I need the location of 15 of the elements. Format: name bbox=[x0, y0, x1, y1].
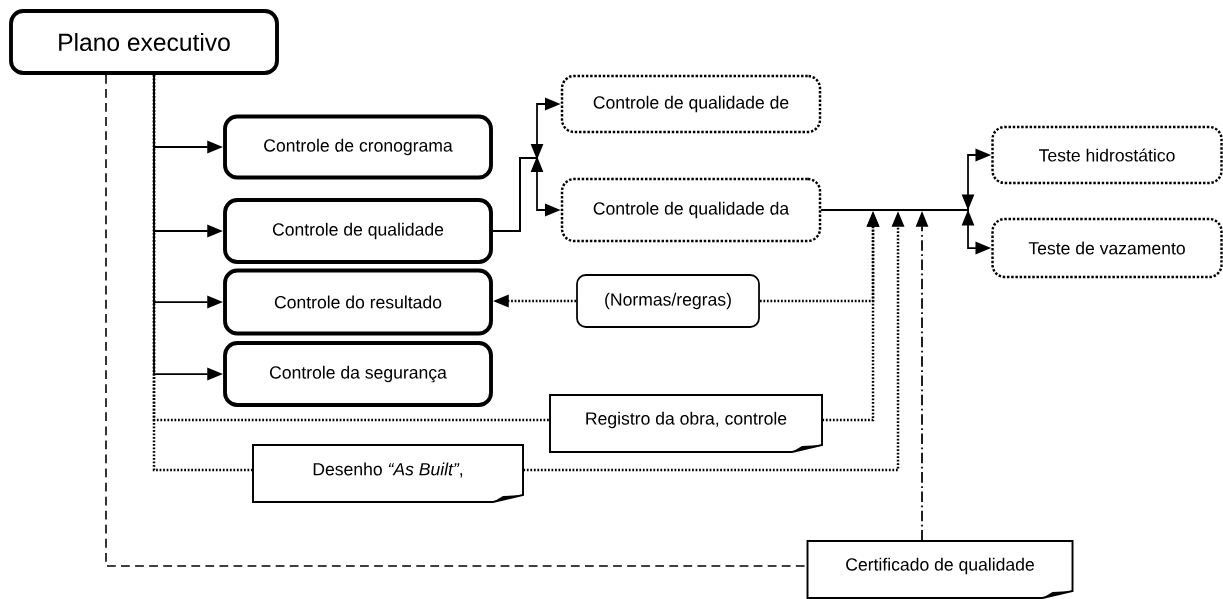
document-box: Certificado de qualidade bbox=[806, 540, 1074, 599]
process-box: Plano executivo bbox=[9, 9, 279, 75]
document-box: Desenho “As Built”, bbox=[252, 444, 524, 503]
process-box: Controle do resultado bbox=[223, 268, 493, 336]
process-box: Controle de qualidade da bbox=[560, 177, 822, 243]
connector-line bbox=[152, 74, 253, 472]
process-box: Controle de qualidade de bbox=[560, 74, 822, 134]
process-box: Teste hidrostático bbox=[991, 125, 1223, 185]
process-box: Teste de vazamento bbox=[991, 217, 1223, 279]
connector-line bbox=[105, 74, 808, 567]
process-box: Controle de qualidade bbox=[223, 198, 493, 264]
note-box: (Normas/regras) bbox=[576, 274, 760, 328]
process-box: Controle de cronograma bbox=[223, 114, 493, 180]
document-box: Registro da obra, controle bbox=[549, 394, 823, 453]
process-box: Controle da segurança bbox=[223, 341, 493, 407]
